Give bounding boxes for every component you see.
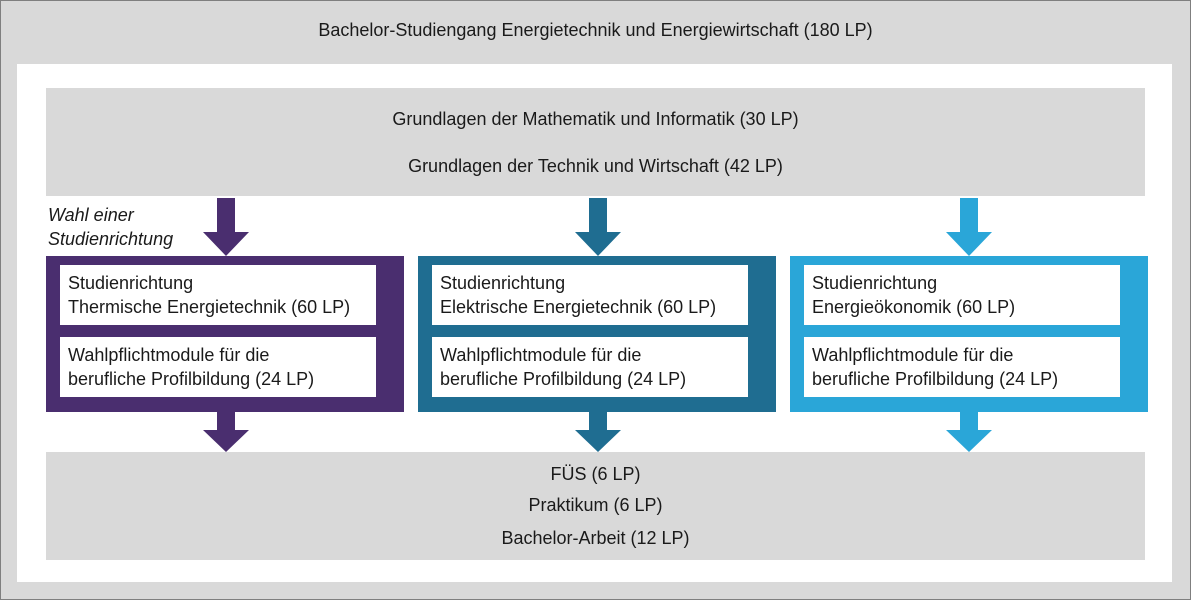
arrow-down-thermal-bottom bbox=[203, 412, 249, 452]
track-electrical-electives: Wahlpflichtmodule für die berufliche Pro… bbox=[432, 337, 748, 397]
track-electrical-major: Studienrichtung Elektrische Energietechn… bbox=[432, 265, 748, 325]
track-thermal-major-line2: Thermische Energietechnik (60 LP) bbox=[68, 297, 351, 317]
final-fues: FÜS (6 LP) bbox=[550, 464, 641, 484]
track-electrical-electives-line1: Wahlpflichtmodule für die bbox=[440, 345, 642, 365]
track-economics-electives: Wahlpflichtmodule für die berufliche Pro… bbox=[804, 337, 1120, 397]
track-thermal-electives-line1: Wahlpflichtmodule für die bbox=[68, 345, 270, 365]
track-thermal-major-line1: Studienrichtung bbox=[68, 273, 194, 293]
choice-note-line2: Studienrichtung bbox=[48, 229, 174, 249]
arrow-down-economics-bottom bbox=[946, 412, 992, 452]
track-economics-major-line1: Studienrichtung bbox=[812, 273, 938, 293]
foundation-technology-economics: Grundlagen der Technik und Wirtschaft (4… bbox=[408, 156, 783, 176]
track-thermal-electives: Wahlpflichtmodule für die berufliche Pro… bbox=[60, 337, 376, 397]
track-economics: Studienrichtung Energieökonomik (60 LP) … bbox=[790, 256, 1148, 412]
track-thermal-electives-line2: berufliche Profilbildung (24 LP) bbox=[68, 369, 315, 389]
track-economics-electives-line1: Wahlpflichtmodule für die bbox=[812, 345, 1014, 365]
final-thesis: Bachelor-Arbeit (12 LP) bbox=[501, 528, 690, 548]
track-electrical-major-line1: Studienrichtung bbox=[440, 273, 566, 293]
final-box: FÜS (6 LP) Praktikum (6 LP) Bachelor-Arb… bbox=[46, 452, 1145, 560]
track-economics-major-line2: Energieökonomik (60 LP) bbox=[812, 297, 1016, 317]
foundation-math-informatics: Grundlagen der Mathematik und Informatik… bbox=[392, 109, 799, 129]
track-thermal-major: Studienrichtung Thermische Energietechni… bbox=[60, 265, 376, 325]
final-internship: Praktikum (6 LP) bbox=[528, 495, 663, 515]
track-thermal: Studienrichtung Thermische Energietechni… bbox=[46, 256, 404, 412]
choice-note-line1: Wahl einer bbox=[48, 205, 134, 225]
arrow-down-electrical-bottom bbox=[575, 412, 621, 452]
track-electrical: Studienrichtung Elektrische Energietechn… bbox=[418, 256, 776, 412]
track-economics-electives-line2: berufliche Profilbildung (24 LP) bbox=[812, 369, 1059, 389]
arrow-down-thermal-top bbox=[203, 198, 249, 256]
arrow-down-economics-top bbox=[946, 198, 992, 256]
foundation-box: Grundlagen der Mathematik und Informatik… bbox=[46, 88, 1145, 196]
diagram-title: Bachelor-Studiengang Energietechnik und … bbox=[318, 20, 873, 40]
choice-note: Wahl einer Studienrichtung bbox=[48, 203, 173, 251]
track-economics-major: Studienrichtung Energieökonomik (60 LP) bbox=[804, 265, 1120, 325]
track-electrical-electives-line2: berufliche Profilbildung (24 LP) bbox=[440, 369, 687, 389]
track-electrical-major-line2: Elektrische Energietechnik (60 LP) bbox=[440, 297, 717, 317]
arrow-down-electrical-top bbox=[575, 198, 621, 256]
